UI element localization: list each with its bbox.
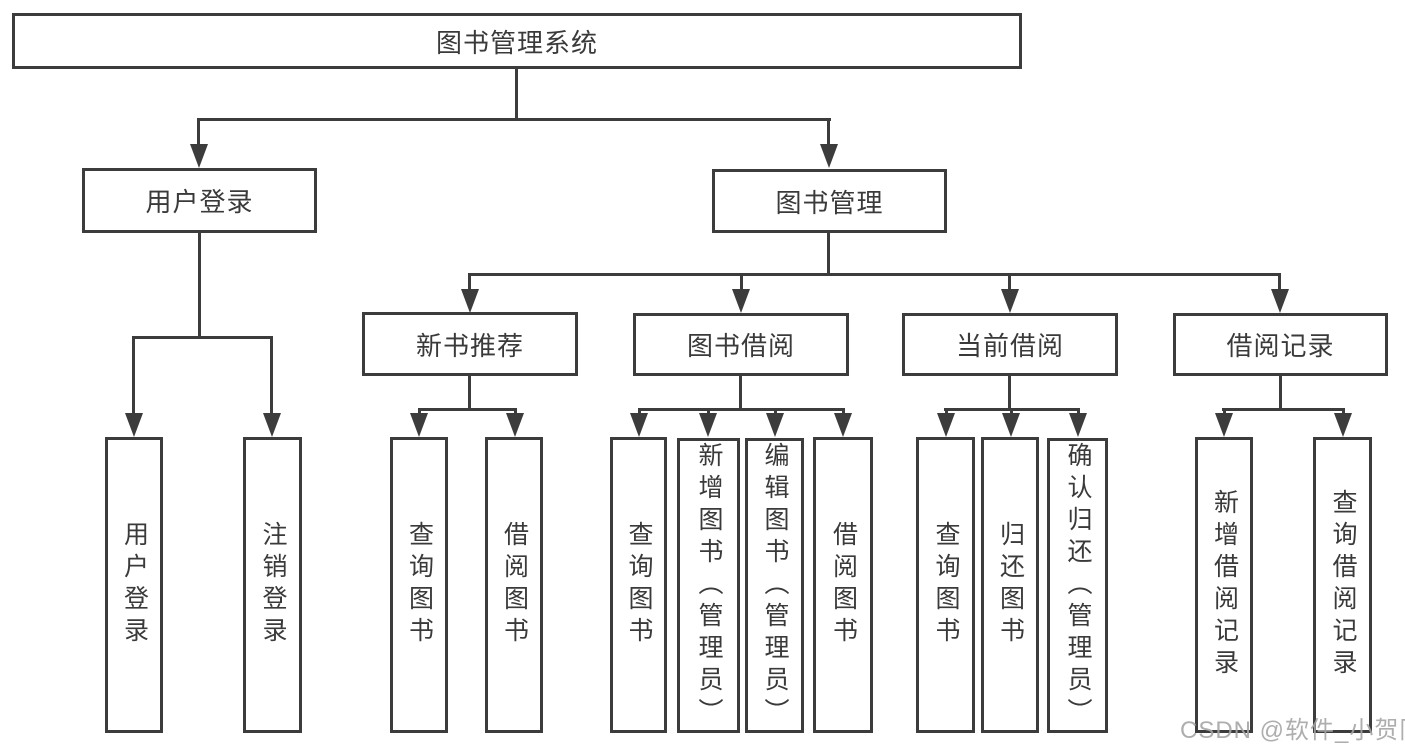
arrow-down-icon: [630, 413, 648, 437]
connector-line: [842, 408, 845, 415]
node-current-borrowing-label: 当前借阅: [955, 331, 1064, 361]
leaf-query-book-current: 查询图书: [916, 437, 975, 733]
connector-line: [1342, 408, 1345, 415]
arrow-down-icon: [506, 413, 524, 437]
connector-line: [827, 233, 830, 273]
leaf-edit-book-admin-label: 编辑图书（管理员）: [761, 441, 789, 730]
arrow-down-icon: [461, 289, 479, 313]
leaf-borrow-book-recommend-label: 借阅图书: [500, 521, 529, 649]
connector-line: [1008, 273, 1011, 290]
connector-line: [1278, 273, 1281, 290]
arrow-down-icon: [1069, 413, 1087, 437]
connector-line: [1279, 376, 1282, 408]
arrow-down-icon: [1001, 289, 1019, 313]
leaf-return-book-label: 归还图书: [996, 521, 1025, 649]
node-current-borrowing: 当前借阅: [902, 313, 1118, 376]
node-book-borrowing: 图书借阅: [633, 313, 849, 376]
arrow-down-icon: [937, 413, 955, 437]
leaf-edit-book-admin: 编辑图书（管理员）: [745, 438, 804, 733]
leaf-query-book-recommend-label: 查询图书: [405, 521, 434, 649]
node-borrowing-records: 借阅记录: [1173, 313, 1388, 376]
connector-line: [418, 408, 421, 415]
leaf-borrow-book-recommend: 借阅图书: [485, 437, 543, 733]
leaf-user-login: 用户登录: [105, 437, 163, 733]
connector-line: [132, 336, 273, 339]
connector-line: [740, 273, 743, 290]
connector-line: [469, 273, 1281, 276]
connector-line: [1223, 408, 1226, 415]
leaf-query-borrow-record: 查询借阅记录: [1313, 437, 1372, 733]
connector-line: [739, 376, 742, 408]
leaf-query-book-borrowing: 查询图书: [610, 437, 667, 733]
leaf-add-book-admin: 新增图书（管理员）: [677, 438, 740, 733]
arrow-down-icon: [125, 413, 143, 437]
arrow-down-icon: [1271, 289, 1289, 313]
connector-line: [827, 118, 830, 148]
leaf-add-book-admin-label: 新增图书（管理员）: [695, 441, 723, 730]
arrow-down-icon: [1215, 413, 1233, 437]
leaf-return-book: 归还图书: [981, 437, 1039, 733]
leaf-query-borrow-record-label: 查询借阅记录: [1329, 489, 1357, 681]
leaf-add-borrow-record-label: 新增借阅记录: [1210, 489, 1239, 681]
arrow-down-icon: [699, 413, 717, 437]
leaf-borrow-book: 借阅图书: [813, 437, 873, 733]
node-user-login: 用户登录: [82, 168, 317, 233]
connector-line: [418, 408, 517, 411]
arrow-down-icon: [766, 413, 784, 437]
leaf-logout-label: 注销登录: [259, 521, 287, 649]
leaf-borrow-book-label: 借阅图书: [829, 521, 858, 649]
leaf-confirm-return-admin: 确认归还（管理员）: [1047, 438, 1108, 733]
arrow-down-icon: [732, 289, 750, 313]
connector-line: [515, 69, 518, 118]
connector-line: [198, 233, 201, 336]
leaf-query-book-current-label: 查询图书: [932, 521, 960, 649]
arrow-down-icon: [834, 413, 852, 437]
arrow-down-icon: [410, 413, 428, 437]
leaf-logout: 注销登录: [243, 437, 302, 733]
arrow-down-icon: [1002, 413, 1020, 437]
connector-line: [197, 118, 200, 148]
connector-line: [945, 408, 948, 415]
watermark: CSDN @软件_小贺同学: [1180, 717, 1405, 744]
connector-line: [270, 336, 273, 413]
arrow-down-icon: [1334, 413, 1352, 437]
connector-line: [1010, 408, 1013, 415]
connector-line: [707, 408, 710, 415]
leaf-query-book-recommend: 查询图书: [390, 437, 448, 733]
connector-line: [514, 408, 517, 415]
arrow-down-icon: [263, 413, 281, 437]
arrow-down-icon: [190, 144, 208, 168]
leaf-confirm-return-admin-label: 确认归还（管理员）: [1064, 441, 1092, 730]
leaf-user-login-label: 用户登录: [120, 521, 149, 649]
node-book-borrowing-label: 图书借阅: [686, 331, 795, 361]
connector-line: [1222, 408, 1345, 411]
node-borrowing-records-label: 借阅记录: [1226, 331, 1335, 361]
connector-line: [638, 408, 641, 415]
connector-line: [132, 336, 135, 413]
connector-line: [197, 118, 831, 121]
node-user-login-label: 用户登录: [145, 187, 254, 217]
node-new-book-recommend: 新书推荐: [362, 312, 578, 376]
node-root-system: 图书管理系统: [12, 13, 1022, 69]
connector-line: [638, 408, 845, 411]
connector-line: [468, 273, 471, 290]
leaf-add-borrow-record: 新增借阅记录: [1195, 437, 1253, 733]
connector-line: [468, 376, 471, 408]
connector-line: [1008, 376, 1011, 408]
node-new-book-recommend-label: 新书推荐: [415, 330, 524, 361]
node-book-management-label: 图书管理: [775, 187, 884, 218]
connector-line: [1077, 408, 1080, 415]
leaf-query-book-borrowing-label: 查询图书: [625, 521, 653, 649]
arrow-down-icon: [820, 144, 838, 168]
node-book-management: 图书管理: [712, 169, 947, 233]
node-root-label: 图书管理系统: [435, 27, 598, 58]
connector-line: [774, 408, 777, 415]
